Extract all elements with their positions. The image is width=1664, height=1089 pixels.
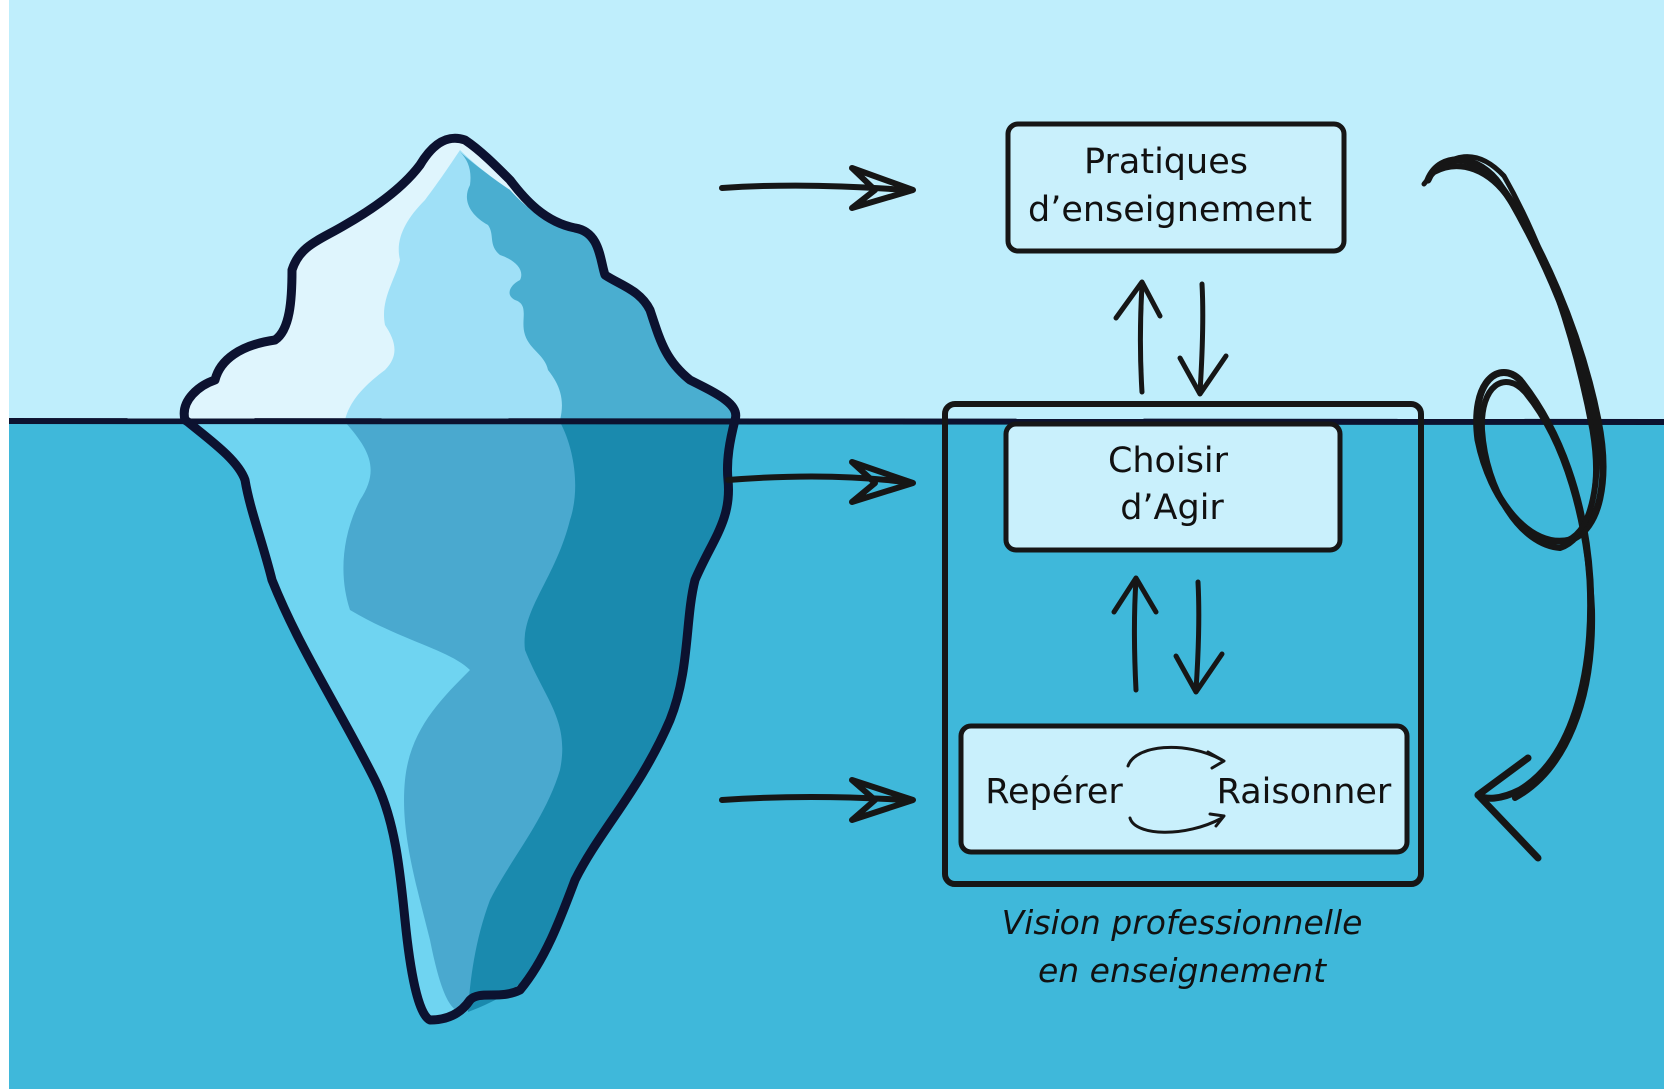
choisir-line1: Choisir [1108,441,1229,481]
waterline [8,418,1664,425]
box-choisir: Choisir d’Agir [1003,421,1343,553]
box-pratiques: Pratiques d’enseignement [1005,121,1347,254]
iceberg-tip-shadow [460,152,736,420]
pratiques-line1: Pratiques [1084,142,1248,182]
loop-arrow [1421,154,1607,862]
iceberg-illustration [179,133,741,1025]
caption-line1: Vision professionnelle [1002,903,1363,942]
arrow-up-to-choisir [1111,575,1159,693]
arrow-to-pratiques [719,165,916,211]
raisonner-label: Raisonner [1217,772,1392,812]
arrow-to-reperer-raisonner [719,777,916,823]
arrow-up-to-pratiques [1113,279,1163,395]
reperer-label: Repérer [985,772,1123,812]
arrow-down-to-reperer [1173,579,1225,695]
cycle-arrows-icon [1126,745,1226,834]
iceberg-underwater-dark [468,422,734,1012]
vision-frame [942,401,1424,887]
caption-line2: en enseignement [1038,951,1327,990]
iceberg-outline [179,133,741,1025]
box-reperer-raisonner: Repérer Raisonner [958,723,1410,855]
arrow-down-to-choisir [1177,281,1229,397]
arrow-to-choisir [725,459,916,505]
pratiques-line2: d’enseignement [1028,190,1312,230]
choisir-line2: d’Agir [1120,488,1224,528]
